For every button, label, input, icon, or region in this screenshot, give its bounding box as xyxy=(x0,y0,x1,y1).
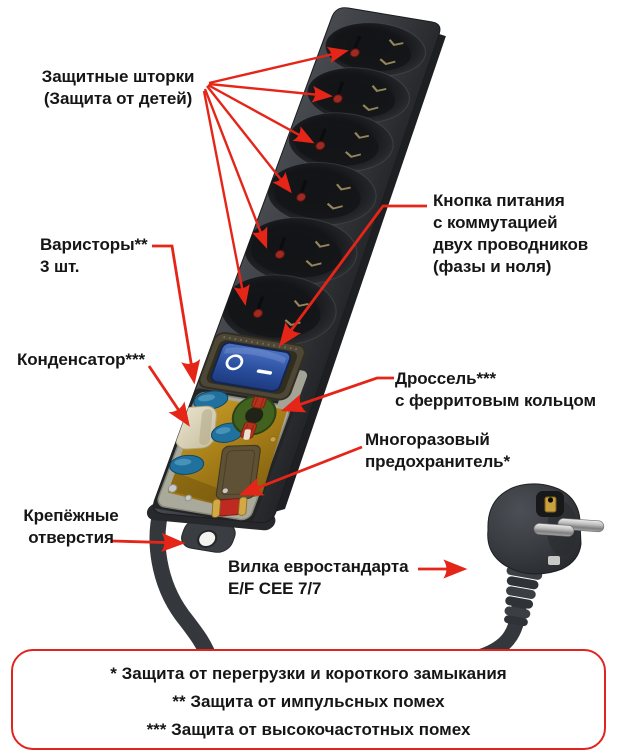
arrow-choke xyxy=(280,376,394,413)
callout-line: Защитные шторки xyxy=(41,67,195,86)
socket-5 xyxy=(243,217,358,285)
shutter-slit xyxy=(319,128,327,141)
switch-off-symbol xyxy=(225,354,244,371)
callout-line: Крепёжные xyxy=(23,506,119,525)
strip-cable xyxy=(149,492,218,669)
callout-resettable-fuse-label: Многоразовый предохранитель* xyxy=(365,429,510,473)
callout-varistors-label: Варисторы** 3 шт. xyxy=(40,234,148,278)
callout-line: с ферритовым кольцом xyxy=(395,391,596,410)
power-switch xyxy=(198,331,306,401)
shutter-dot xyxy=(252,308,263,318)
callout-line: E/F CEE 7/7 xyxy=(228,579,322,598)
arrow-resettable-fuse xyxy=(238,445,363,496)
ground-clip xyxy=(544,496,557,513)
footnote-line-3: *** Защита от высокочастотных помех xyxy=(146,720,471,739)
shutter-slit xyxy=(300,180,308,193)
switch-rocker xyxy=(210,341,292,393)
socket-3 xyxy=(288,112,394,172)
callout-line: отверстия xyxy=(28,528,114,547)
callout-line: Варисторы** xyxy=(40,235,148,254)
callout-line: двух проводников xyxy=(433,235,589,254)
callout-mounting-holes-label: Крепёжные отверстия xyxy=(10,505,132,549)
thermal-breaker xyxy=(215,444,261,500)
shutter-slit xyxy=(353,35,361,49)
plug-pin-front xyxy=(533,523,575,537)
callout-line: Кнопка питания xyxy=(433,191,565,210)
shutter-dot xyxy=(332,94,343,104)
footnote-line-1: * Защита от перегрузки и короткого замык… xyxy=(110,664,507,683)
callout-shutters-label: Защитные шторки (Защита от детей) xyxy=(27,66,209,110)
resettable-fuse-body xyxy=(211,496,248,518)
socket-2 xyxy=(306,67,411,124)
callout-choke-label: Дроссель*** с ферритовым кольцом xyxy=(395,368,596,412)
footnotes-box: * Защита от перегрузки и короткого замык… xyxy=(11,649,606,750)
arrow-varistors xyxy=(152,244,201,385)
power-strip-body xyxy=(146,7,446,553)
callout-line: (фазы и ноля) xyxy=(433,257,552,276)
callout-line: с коммутацией xyxy=(433,213,558,232)
arrow-mounting-holes xyxy=(111,532,186,553)
arrow-shutter-2 xyxy=(208,82,333,103)
varistor-disc-3 xyxy=(169,454,205,475)
callout-line: Дроссель*** xyxy=(395,369,497,388)
callout-line: 3 шт. xyxy=(40,257,80,276)
callout-line: Конденсатор*** xyxy=(17,350,145,369)
callout-line: Многоразовый xyxy=(365,430,490,449)
shutter-dot xyxy=(274,249,285,259)
arrow-shutter-1 xyxy=(208,46,349,85)
callout-line: (Защита от детей) xyxy=(43,89,193,108)
switch-on-symbol xyxy=(256,369,273,375)
arrow-capacitor xyxy=(147,365,190,427)
arrow-power-button xyxy=(278,204,427,347)
arrow-shutter-4 xyxy=(206,85,292,194)
callout-arrows xyxy=(111,46,468,579)
footnote-line-2: ** Защита от импульсных помех xyxy=(172,692,445,711)
euro-plug xyxy=(487,483,605,627)
callout-line: предохранитель* xyxy=(365,452,511,471)
shutter-dot xyxy=(349,48,360,58)
strain-relief xyxy=(504,566,543,627)
arrow-shutter-3 xyxy=(207,83,315,144)
mounting-hole xyxy=(197,529,218,548)
callout-line: Вилка евростандарта xyxy=(228,557,409,576)
shutter-dot xyxy=(296,192,307,202)
arrow-shutter-6 xyxy=(202,90,250,306)
shutter-slit xyxy=(336,81,344,94)
shutter-dot xyxy=(315,141,326,151)
varistor-disc-1 xyxy=(193,390,229,410)
callout-capacitor-label: Конденсатор*** xyxy=(17,349,145,371)
socket-1 xyxy=(324,22,427,77)
shutter-slit xyxy=(257,296,264,309)
callout-euro-plug-label: Вилка евростандарта E/F CEE 7/7 xyxy=(228,556,409,600)
arrow-shutter-5 xyxy=(203,88,268,249)
shutter-slit xyxy=(279,237,286,250)
callout-power-button-label: Кнопка питания с коммутацией двух провод… xyxy=(433,190,588,278)
